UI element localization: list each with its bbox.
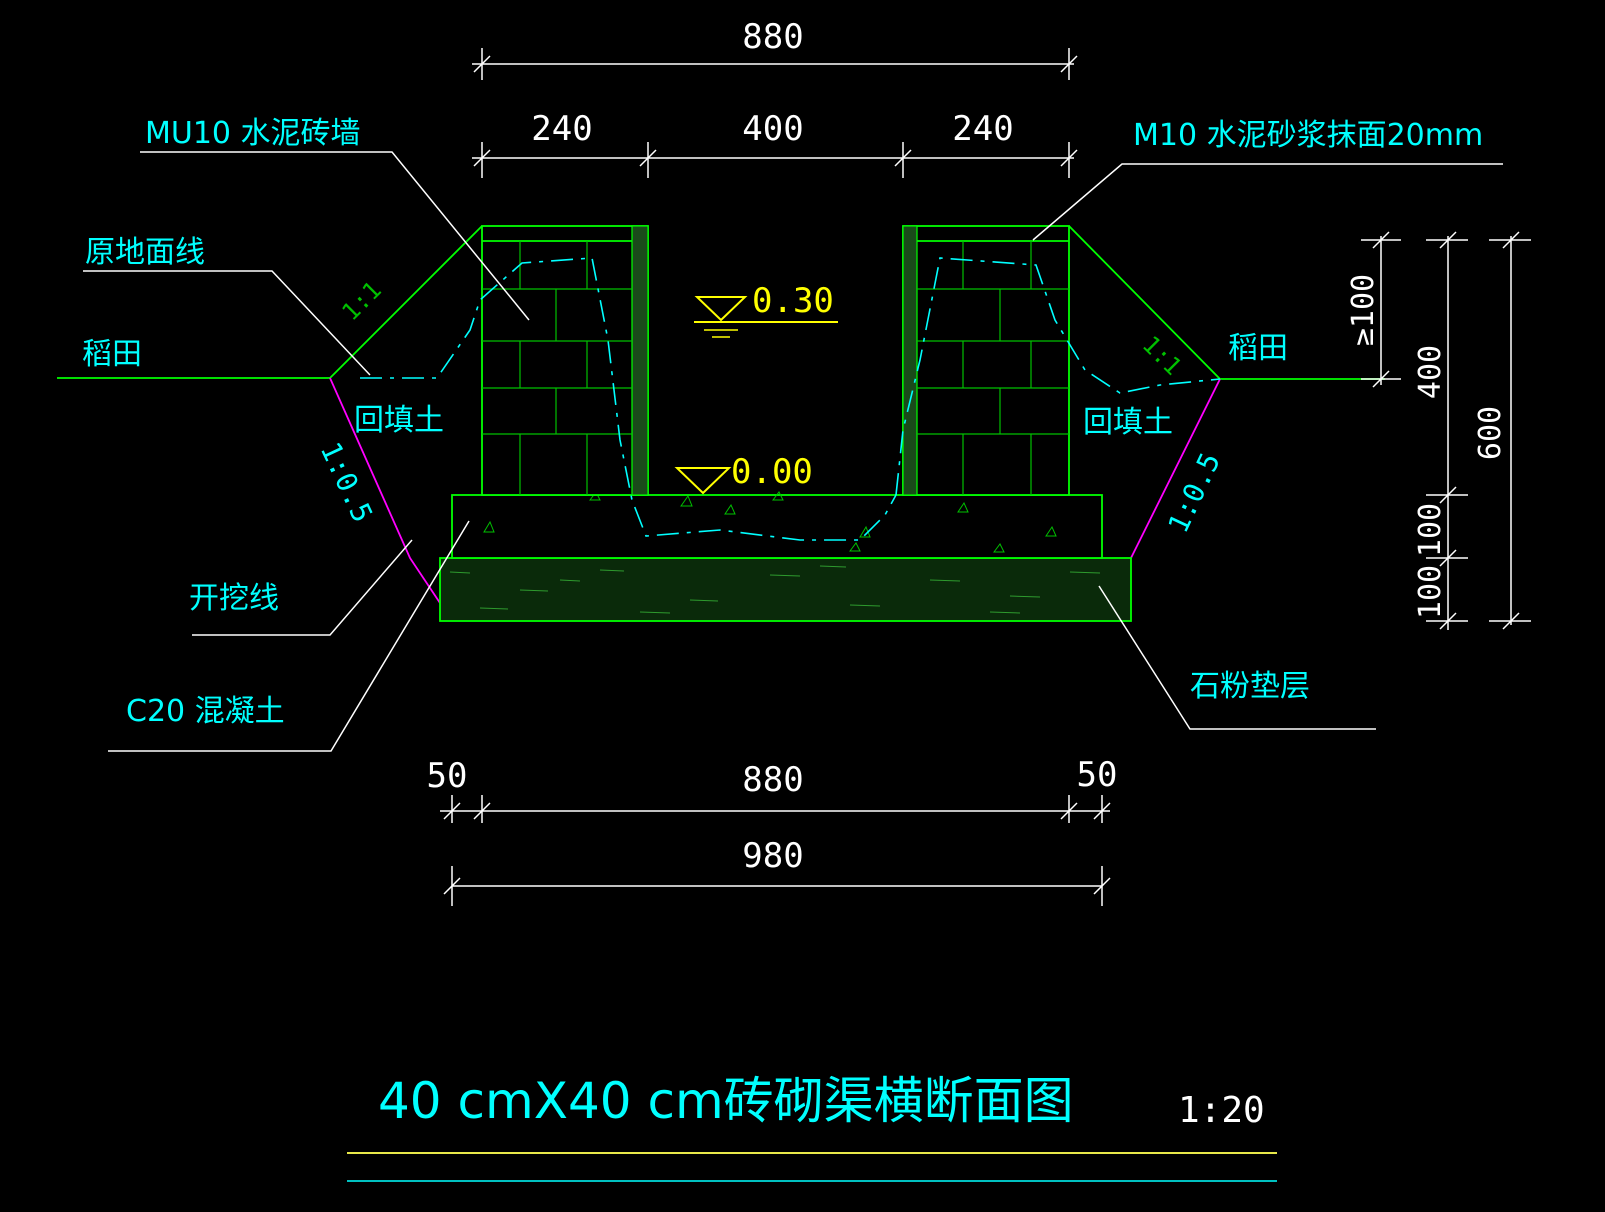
original-section-trace	[360, 257, 1221, 541]
right-brick-wall	[902, 225, 1070, 496]
fill-slope-left	[329, 225, 483, 379]
callout-labels: MU10 水泥砖墙 M10 水泥砂浆抹面20mm 原地面线 稻田 稻田 回填土 …	[82, 116, 1483, 729]
bottom-dimensions: 50 880 50 980	[427, 755, 1118, 906]
bottom-level-0-00: 0.00	[674, 452, 813, 495]
label-original-ground: 原地面线	[85, 235, 205, 270]
slope-upper-left: 1:1	[336, 276, 386, 326]
label-mortar-finish: M10 水泥砂浆抹面20mm	[1133, 118, 1483, 153]
label-c20-concrete: C20 混凝土	[126, 694, 285, 729]
dim-slab-thickness: 100	[1413, 503, 1448, 557]
right-dimensions: ≥100 400 600 100 100	[1346, 231, 1531, 630]
dim-bottom-total: 980	[742, 836, 803, 876]
dim-bottom-left-offset: 50	[427, 756, 468, 796]
label-stone-cushion: 石粉垫层	[1190, 669, 1310, 704]
label-paddy-left: 稻田	[82, 337, 142, 372]
slope-lower-right: 1:0.5	[1161, 448, 1227, 538]
left-brick-wall	[481, 225, 649, 496]
dim-cushion-thickness: 100	[1413, 565, 1448, 619]
dim-bottom-inner: 880	[742, 760, 803, 800]
label-backfill-right: 回填土	[1083, 405, 1173, 440]
dim-left-wall: 240	[531, 109, 592, 149]
excavation-line-left	[329, 377, 453, 622]
drawing-title: 40 cmX40 cm砖砌渠横断面图	[378, 1072, 1074, 1130]
dim-wall-height: 400	[1413, 345, 1448, 399]
leader-lines	[83, 151, 1503, 752]
level-0-00-text: 0.00	[731, 452, 813, 492]
stone-powder-cushion	[439, 557, 1132, 622]
right-mortar-finish	[902, 225, 918, 496]
dim-top-total: 880	[742, 17, 803, 57]
drawing-scale: 1:20	[1178, 1090, 1265, 1131]
top-dimensions: 880 240 400 240	[472, 17, 1078, 178]
dim-right-wall: 240	[952, 109, 1013, 149]
label-backfill-left: 回填土	[354, 403, 444, 438]
slope-lower-left: 1:0.5	[314, 437, 380, 527]
label-brick-wall: MU10 水泥砖墙	[145, 116, 361, 151]
label-paddy-right: 稻田	[1228, 331, 1288, 366]
left-mortar-finish	[631, 225, 649, 496]
label-excavation-line: 开挖线	[189, 581, 279, 616]
dim-channel-width: 400	[742, 109, 803, 149]
level-0-30-text: 0.30	[752, 281, 834, 321]
water-level-0-30: 0.30	[694, 281, 838, 338]
title-block: 40 cmX40 cm砖砌渠横断面图 1:20	[347, 1072, 1277, 1182]
dim-min-freeboard: ≥100	[1346, 274, 1381, 346]
dim-bottom-right-offset: 50	[1077, 755, 1118, 795]
c20-concrete-slab	[451, 491, 1103, 559]
fill-slope-right	[1068, 225, 1221, 380]
dim-total-height: 600	[1473, 406, 1508, 460]
